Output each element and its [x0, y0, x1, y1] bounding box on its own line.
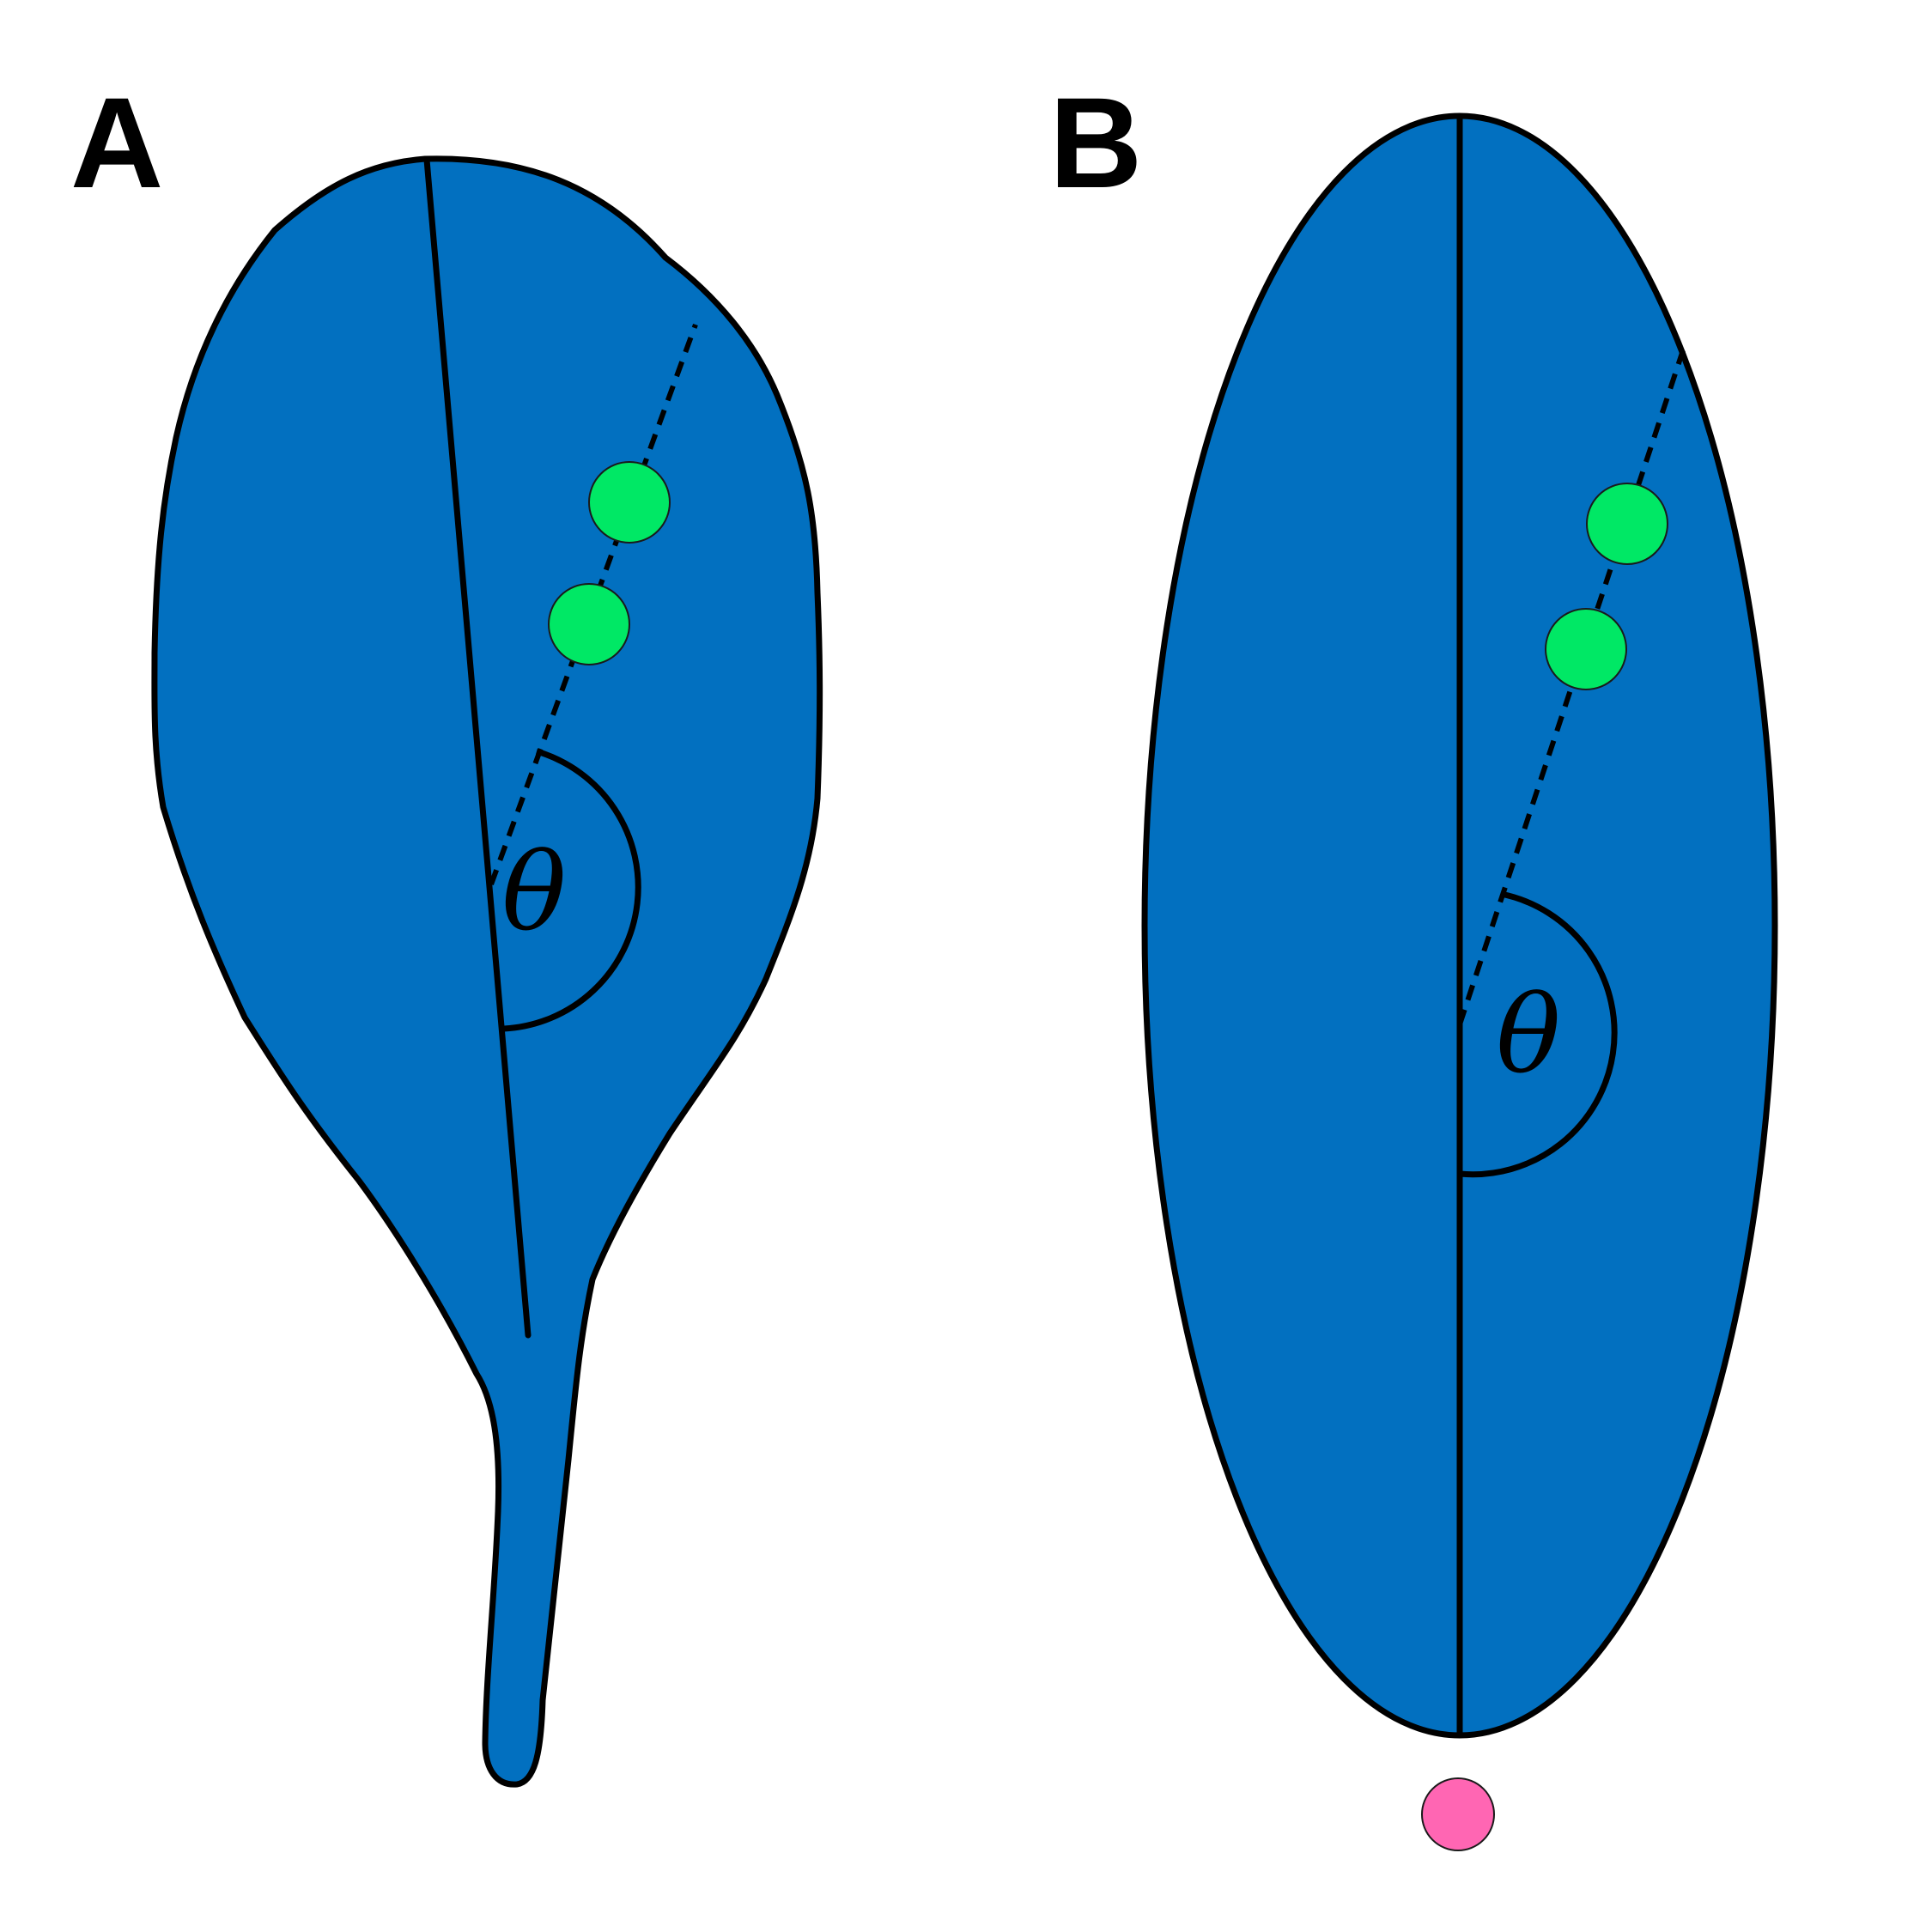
panel-a-green-marker-upper — [588, 461, 671, 544]
panel-a: A θ — [70, 70, 823, 1788]
panel-a-green-marker-lower — [548, 583, 630, 665]
panel-a-midrib — [423, 156, 532, 1339]
panel-b-pink-marker — [1421, 1777, 1495, 1851]
panel-b-angle-arc — [1459, 890, 1618, 1178]
panel-b-green-marker-lower — [1545, 608, 1627, 690]
panel-a-theta-symbol: θ — [501, 830, 566, 955]
panel-b-theta-symbol: θ — [1496, 973, 1560, 1097]
panel-a-leaf-blade — [151, 155, 823, 1788]
panel-b: B θ — [1049, 70, 1778, 1851]
panel-b-green-marker-upper — [1586, 483, 1668, 565]
panel-b-lateral-axis — [1457, 349, 1686, 1025]
panel-b-label: B — [1049, 70, 1142, 215]
panel-a-label: A — [70, 70, 163, 215]
panel-a-angle-arc — [503, 748, 641, 1032]
